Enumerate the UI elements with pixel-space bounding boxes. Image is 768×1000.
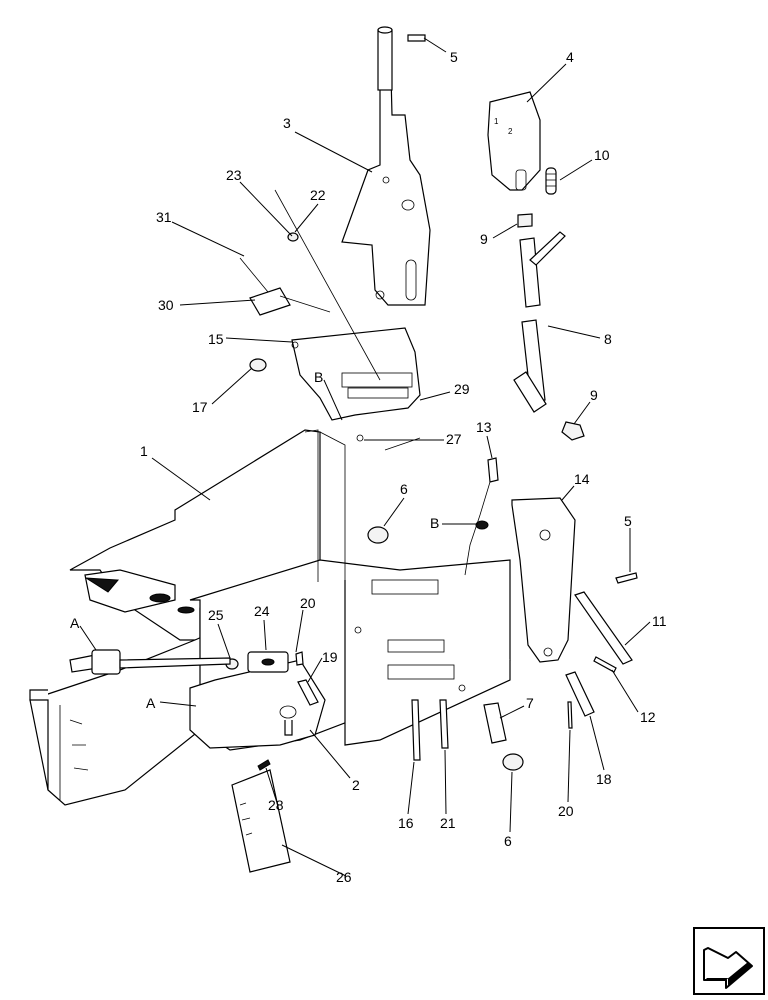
- part-nut-lower: [561, 421, 585, 441]
- callout-3: 3: [283, 115, 291, 131]
- part-bolt-21: [439, 699, 449, 749]
- callout-6b: 6: [504, 833, 512, 849]
- callout-19: 19: [322, 649, 338, 665]
- part-rod-23: [274, 189, 381, 381]
- part-clevis: [247, 651, 289, 673]
- part-lever-bracket: [511, 497, 576, 663]
- callout-1: 1: [140, 443, 148, 459]
- callout-15: 15: [208, 331, 224, 347]
- part-bushing-lower: [502, 753, 524, 771]
- callout-9: 9: [480, 231, 488, 247]
- next-page-arrow-icon[interactable]: [693, 927, 765, 995]
- part-linkage: [239, 257, 331, 316]
- part-washer-22: [287, 232, 299, 242]
- callout-21: 21: [440, 815, 456, 831]
- callout-A1: A: [70, 615, 80, 631]
- callout-26: 26: [336, 869, 352, 885]
- callout-8: 8: [604, 331, 612, 347]
- part-shaft-11: [574, 591, 633, 665]
- callout-29: 29: [454, 381, 470, 397]
- callout-16: 16: [398, 815, 414, 831]
- part-bolt-19: [297, 679, 319, 706]
- part-27: [356, 434, 364, 442]
- callout-4: 4: [566, 49, 574, 65]
- callout-30: 30: [158, 297, 174, 313]
- part-cable-assembly: [69, 649, 231, 675]
- part-main-frame: [29, 429, 511, 806]
- part-bolt-16: [411, 699, 421, 761]
- part-bushing-17: [249, 358, 267, 372]
- part-pin-top: [407, 34, 426, 42]
- part-shift-lever-plate: [341, 26, 431, 306]
- callout-18: 18: [596, 771, 612, 787]
- callout-20b: 20: [558, 803, 574, 819]
- callout-25: 25: [208, 607, 224, 623]
- parts-drawing: [29, 26, 638, 873]
- callout-6: 6: [400, 481, 408, 497]
- knob-marking-1: 1: [494, 117, 499, 126]
- part-rod-7: [483, 702, 507, 744]
- callout-23: 23: [226, 167, 242, 183]
- leader-lines: [79, 37, 651, 877]
- callout-2: 2: [352, 777, 360, 793]
- callout-7: 7: [526, 695, 534, 711]
- part-pin-12: [593, 656, 617, 673]
- knob-marking-2: 2: [508, 127, 513, 136]
- callout-12: 12: [640, 709, 656, 725]
- callout-20: 20: [300, 595, 316, 611]
- callout-24: 24: [254, 603, 270, 619]
- part-spring: [545, 167, 557, 195]
- part-upper-plate: [291, 327, 421, 421]
- callout-11: 11: [652, 613, 667, 629]
- callout-22: 22: [310, 187, 326, 203]
- callout-9b: 9: [590, 387, 598, 403]
- callout-B2: B: [430, 515, 439, 531]
- part-nut-upper: [517, 213, 533, 228]
- part-cable-end: [464, 457, 499, 576]
- part-cotter-pin-right: [567, 701, 573, 729]
- callout-5: 5: [450, 49, 458, 65]
- callout-17: 17: [192, 399, 208, 415]
- part-cotter-pin-left: [295, 651, 304, 666]
- part-shift-shaft: [513, 231, 566, 413]
- callout-labels: 1 2 3 4 5 5 6 6 7 8 9 9 10 11 12 13 14 1…: [70, 49, 667, 885]
- callout-A2: A: [146, 695, 156, 711]
- part-pin-right: [615, 572, 638, 584]
- callout-5b: 5: [624, 513, 632, 529]
- callout-14: 14: [574, 471, 590, 487]
- callout-B1: B: [314, 369, 323, 385]
- callout-27: 27: [446, 431, 462, 447]
- callout-13: 13: [476, 419, 492, 435]
- part-knob: [487, 91, 541, 191]
- callout-10: 10: [594, 147, 610, 163]
- part-bushing-upper: [367, 526, 389, 544]
- callout-31: 31: [156, 209, 172, 225]
- callout-28: 28: [268, 797, 284, 813]
- part-pin-18: [565, 671, 595, 717]
- part-lower-bracket: [189, 659, 326, 749]
- part-screw-28: [257, 759, 271, 771]
- part-notched-plate: [231, 769, 291, 873]
